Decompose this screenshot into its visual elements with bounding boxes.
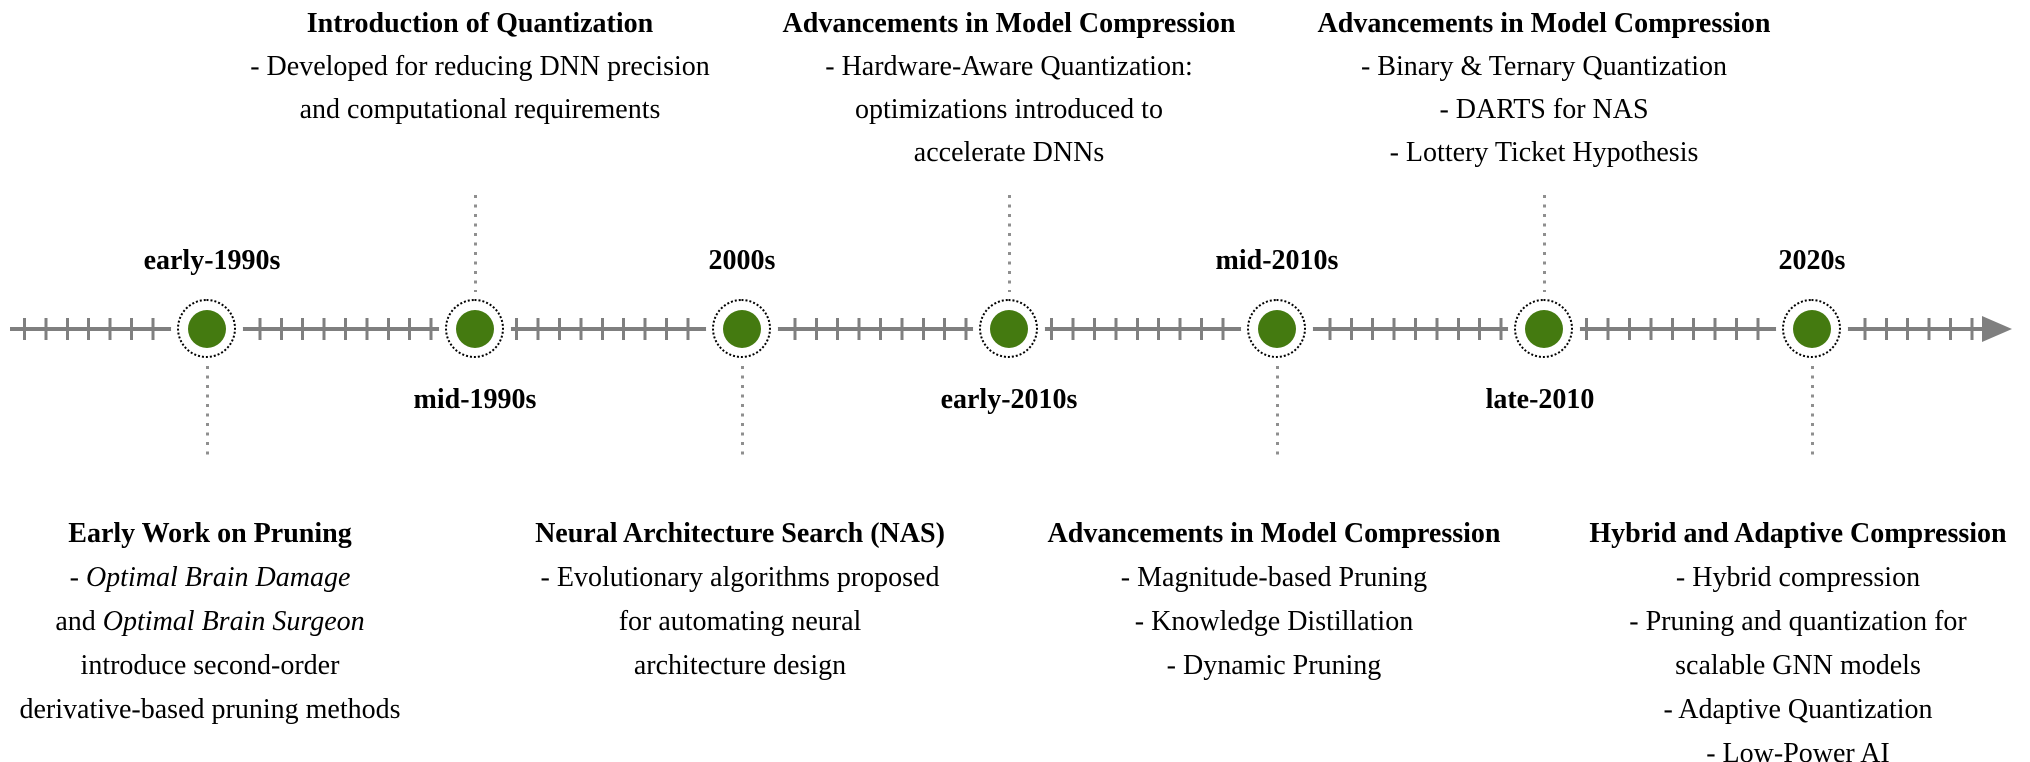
event-line: - Hybrid compression	[1675, 562, 1921, 593]
era-label-early-1990s: early-1990s	[143, 245, 281, 276]
node-dot-icon	[1793, 310, 1831, 348]
event-line: - Lottery Ticket Hypothesis	[1389, 137, 1699, 168]
connector-late-2010	[1543, 195, 1546, 292]
event-title: Neural Architecture Search (NAS)	[535, 518, 945, 549]
event-block-advancements-early-2010s: Advancements in Model Compression - Hard…	[729, 2, 1289, 174]
event-line: - Hardware-Aware Quantization:	[825, 51, 1193, 82]
connector-2000s	[741, 366, 744, 460]
era-label-mid-1990s: mid-1990s	[413, 384, 537, 415]
event-line: - Developed for reducing DNN precision	[250, 51, 710, 82]
event-title: Introduction of Quantization	[306, 8, 654, 39]
event-block-hybrid-and-adaptive-compression: Hybrid and Adaptive Compression - Hybrid…	[1558, 512, 2030, 762]
node-dot-icon	[188, 310, 226, 348]
timeline-node-early-2010s	[973, 293, 1045, 365]
event-line: - Knowledge Distillation	[1134, 606, 1414, 637]
timeline-node-2020s	[1776, 293, 1848, 365]
node-dot-icon	[456, 310, 494, 348]
event-block-advancements-mid-2010s: Advancements in Model Compression - Magn…	[1014, 512, 1534, 688]
event-line: - Low-Power AI	[1706, 738, 1890, 762]
event-line: - Pruning and quantization for	[1629, 606, 1967, 637]
era-label-mid-2010s: mid-2010s	[1215, 245, 1339, 276]
event-title: Early Work on Pruning	[68, 518, 352, 549]
event-line: - Dynamic Pruning	[1166, 650, 1382, 681]
connector-early-1990s	[206, 366, 209, 460]
event-line: accelerate DNNs	[913, 137, 1105, 168]
event-line: architecture design	[633, 650, 847, 681]
event-line: - Adaptive Quantization	[1663, 694, 1933, 725]
connector-2020s	[1811, 366, 1814, 460]
connector-early-2010s	[1008, 195, 1011, 292]
event-block-advancements-late-2010: Advancements in Model Compression - Bina…	[1264, 2, 1824, 174]
event-line: for automating neural	[618, 606, 862, 637]
event-title: Advancements in Model Compression	[782, 8, 1236, 39]
event-line: scalable GNN models	[1675, 650, 1921, 681]
era-label-2020s: 2020s	[1778, 245, 1846, 276]
event-block-early-work-on-pruning: Early Work on Pruning - Optimal Brain Da…	[0, 512, 440, 732]
node-dot-icon	[990, 310, 1028, 348]
node-dot-icon	[1525, 310, 1563, 348]
event-line: - Optimal Brain Damage	[0, 556, 440, 600]
event-line: - Magnitude-based Pruning	[1120, 562, 1428, 593]
node-dot-icon	[1258, 310, 1296, 348]
timeline-node-early-1990s	[171, 293, 243, 365]
event-line: - DARTS for NAS	[1439, 94, 1649, 125]
event-line: - Evolutionary algorithms proposed	[540, 562, 940, 593]
event-line: optimizations introduced to	[855, 94, 1163, 125]
event-line: and computational requirements	[299, 94, 661, 125]
event-line: derivative-based pruning methods	[19, 694, 401, 725]
timeline-node-2000s	[706, 293, 778, 365]
timeline-node-mid-2010s	[1241, 293, 1313, 365]
timeline-node-mid-1990s	[439, 293, 511, 365]
connector-mid-1990s	[474, 195, 477, 292]
paper-title: Optimal Brain Damage	[85, 562, 351, 593]
event-title: Hybrid and Adaptive Compression	[1589, 518, 2007, 549]
connector-mid-2010s	[1276, 366, 1279, 460]
arrow-right-icon	[1982, 316, 2012, 342]
event-line: - Binary & Ternary Quantization	[1360, 51, 1728, 82]
event-block-introduction-of-quantization: Introduction of Quantization - Developed…	[200, 2, 760, 131]
paper-title: Optimal Brain Surgeon	[102, 606, 365, 637]
timeline-node-late-2010	[1508, 293, 1580, 365]
dash-prefix: -	[69, 562, 86, 593]
event-title: Advancements in Model Compression	[1317, 8, 1771, 39]
era-label-2000s: 2000s	[708, 245, 776, 276]
event-block-neural-architecture-search: Neural Architecture Search (NAS) - Evolu…	[500, 512, 980, 688]
and-prefix: and	[55, 606, 103, 637]
era-label-early-2010s: early-2010s	[940, 384, 1078, 415]
event-line: and Optimal Brain Surgeon	[0, 600, 440, 644]
event-line: introduce second-order	[80, 650, 340, 681]
era-label-late-2010: late-2010	[1485, 384, 1595, 415]
node-dot-icon	[723, 310, 761, 348]
event-title: Advancements in Model Compression	[1047, 518, 1501, 549]
